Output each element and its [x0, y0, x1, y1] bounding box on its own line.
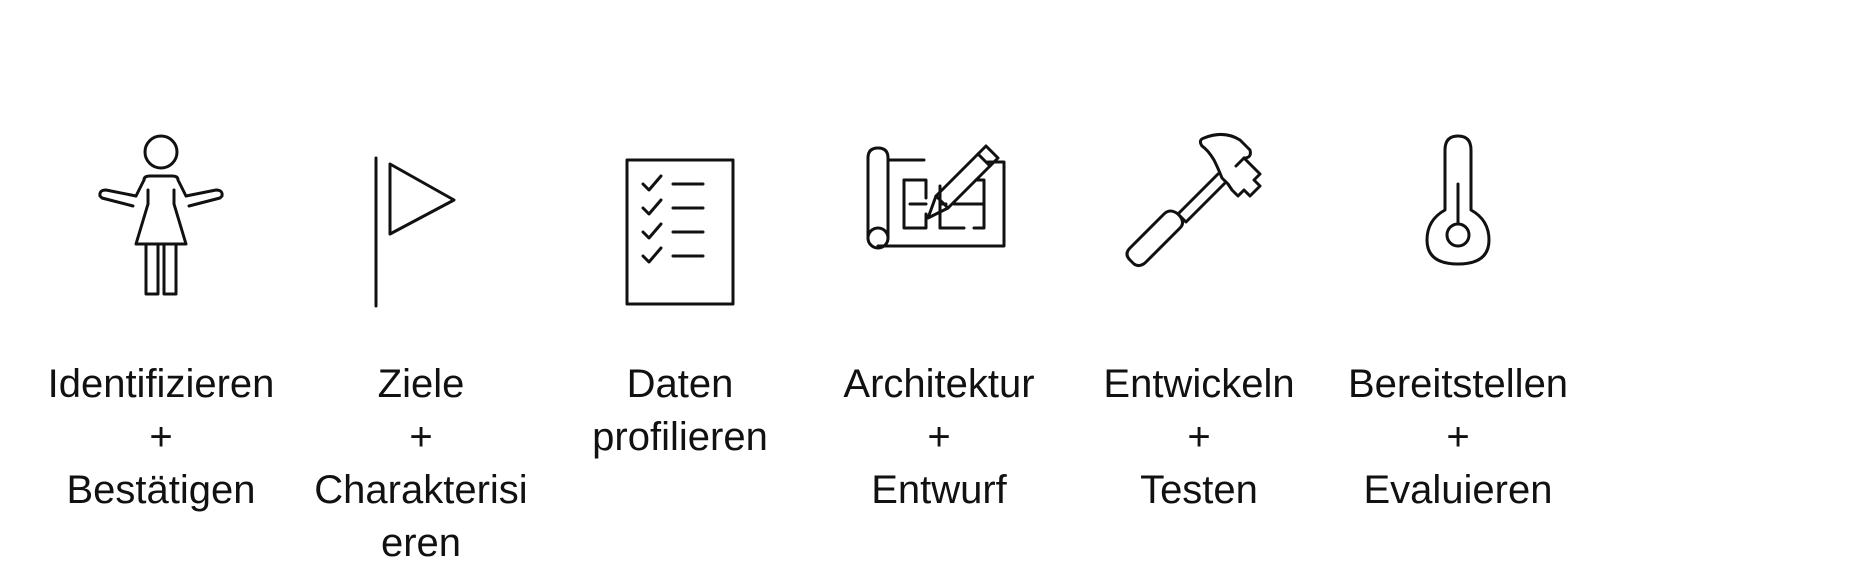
step-goals: Ziele + Charakterisi eren: [296, 0, 546, 576]
step-label: Bereitstellen + Evaluieren: [1347, 362, 1569, 512]
step-deploy: Bereitstellen + Evaluieren: [1333, 0, 1583, 576]
step-label: Architektur + Entwurf: [843, 362, 1035, 512]
person-icon: [36, 128, 286, 338]
blueprint-pencil-icon: [814, 128, 1064, 338]
step-data-profiling: Daten profilieren: [555, 0, 805, 576]
step-identify: Identifizieren + Bestätigen: [36, 0, 286, 576]
step-label: Identifizieren + Bestätigen: [47, 362, 275, 512]
step-label: Entwickeln + Testen: [1103, 362, 1295, 512]
checklist-icon: [555, 128, 805, 338]
hammer-icon: [1074, 128, 1324, 338]
step-develop: Entwickeln + Testen: [1074, 0, 1324, 576]
flag-icon: [296, 128, 546, 338]
step-label: Daten profilieren: [592, 362, 768, 459]
thermometer-icon: [1333, 128, 1583, 338]
step-architecture: Architektur + Entwurf: [814, 0, 1064, 576]
step-label: Ziele + Charakterisi eren: [314, 362, 528, 565]
